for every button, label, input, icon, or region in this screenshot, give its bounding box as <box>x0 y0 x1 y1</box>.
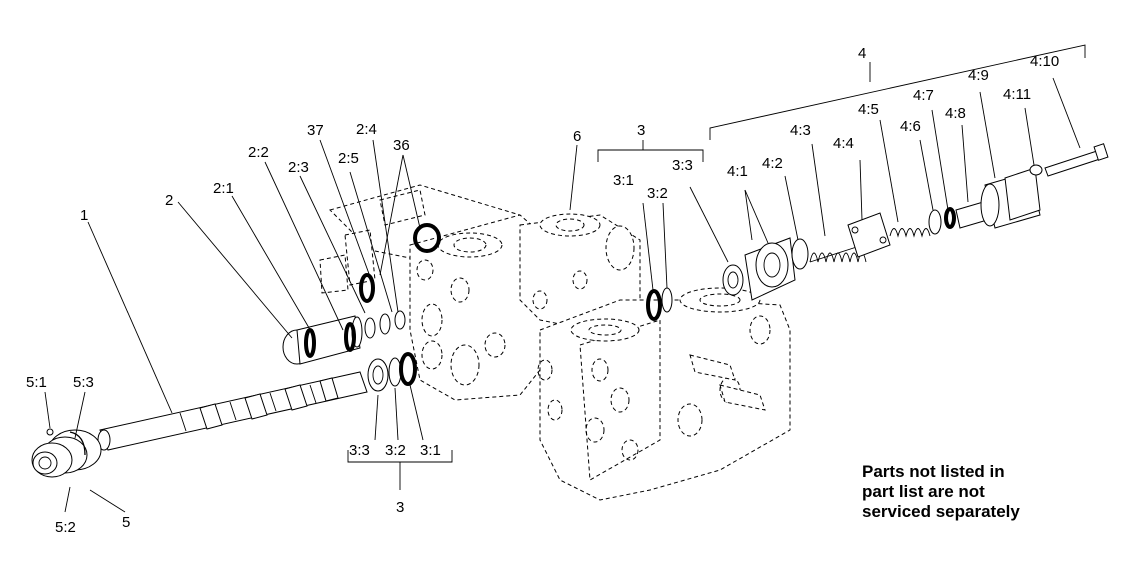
callout-2-1: 2:1 <box>213 180 234 197</box>
callout-2-3: 2:3 <box>288 159 309 176</box>
callout-4-1: 4:1 <box>727 163 748 180</box>
callout-3-2-bottom: 3:2 <box>385 442 406 459</box>
callout-3-2-top: 3:2 <box>647 185 668 202</box>
callout-4-2: 4:2 <box>762 155 783 172</box>
valve-assembly-part-4 <box>744 143 1109 301</box>
callout-1: 1 <box>80 207 88 224</box>
callout-4-8: 4:8 <box>945 105 966 122</box>
callout-2-4: 2:4 <box>356 121 377 138</box>
note-line-1: Parts not listed in <box>862 462 1005 481</box>
callout-3-3-bottom: 3:3 <box>349 442 370 459</box>
callout-3-3-top: 3:3 <box>672 157 693 174</box>
callout-labels: 1 2 2:1 2:2 2:3 37 2:5 2:4 36 6 3 3:1 3:… <box>26 45 1059 536</box>
callout-4-4: 4:4 <box>833 135 854 152</box>
callout-4-11: 4:11 <box>1003 86 1031 103</box>
callout-3-1-bottom: 3:1 <box>420 442 441 459</box>
callout-2-2: 2:2 <box>248 144 269 161</box>
callout-5-3: 5:3 <box>73 374 94 391</box>
callout-5: 5 <box>122 514 130 531</box>
callout-5-1: 5:1 <box>26 374 47 391</box>
seal-rings-lower <box>367 352 417 392</box>
callout-4-7: 4:7 <box>913 87 934 104</box>
leader-lines <box>44 44 1086 513</box>
service-note: Parts not listed in part list are not se… <box>862 462 1020 521</box>
note-line-3: serviced separately <box>862 502 1020 521</box>
seal-rings-upper <box>646 264 744 321</box>
callout-3-bottom: 3 <box>396 499 404 516</box>
callout-2-5: 2:5 <box>338 150 359 167</box>
callout-4-5: 4:5 <box>858 101 879 118</box>
callout-4-3: 4:3 <box>790 122 811 139</box>
plug-part-2 <box>282 223 441 365</box>
callout-4-9: 4:9 <box>968 67 989 84</box>
callout-37: 37 <box>307 122 324 139</box>
callout-3-1-top: 3:1 <box>613 172 634 189</box>
spool-part-1 <box>97 371 368 451</box>
callout-6: 6 <box>573 128 581 145</box>
valve-body-housing <box>319 184 791 501</box>
callout-3-top: 3 <box>637 122 645 139</box>
callout-4-10: 4:10 <box>1030 53 1059 70</box>
callout-36: 36 <box>393 137 410 154</box>
end-cap-part-5 <box>31 428 102 478</box>
callout-2: 2 <box>165 192 173 209</box>
callout-4-6: 4:6 <box>900 118 921 135</box>
callout-4: 4 <box>858 45 866 62</box>
callout-5-2: 5:2 <box>55 519 76 536</box>
note-line-2: part list are not <box>862 482 985 501</box>
